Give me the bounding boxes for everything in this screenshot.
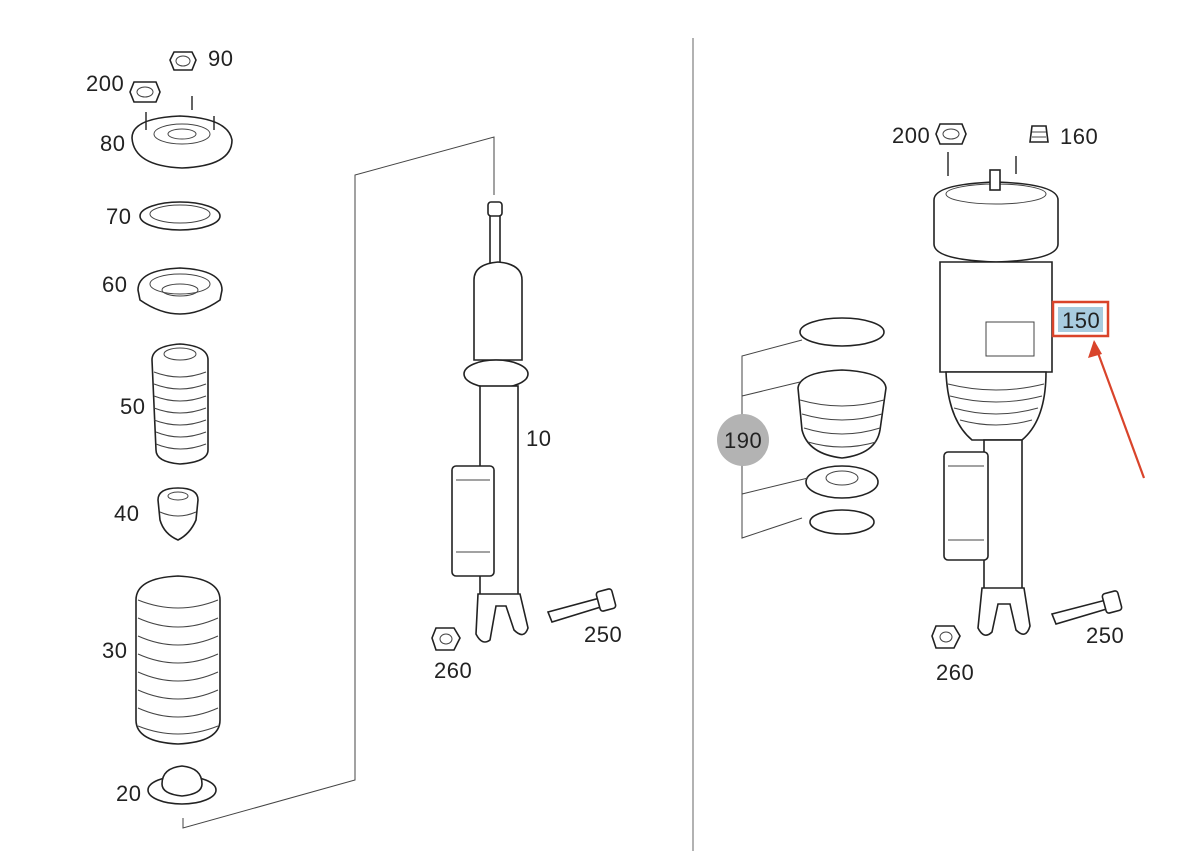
callout-160[interactable]: 160 (1060, 124, 1098, 149)
assembly-line-left (182, 136, 495, 829)
part-160-nut[interactable] (1029, 125, 1049, 143)
part-250-bolt-left[interactable] (546, 588, 617, 623)
kit-190-group-parts[interactable] (797, 317, 887, 535)
callout-70[interactable]: 70 (106, 204, 131, 229)
callout-20[interactable]: 20 (116, 781, 141, 806)
callout-150-highlight-fill (1058, 307, 1103, 332)
callout-250-left[interactable]: 250 (584, 622, 622, 647)
part-30-coil-spring[interactable] (135, 575, 221, 745)
part-260-nut-left[interactable] (431, 627, 461, 651)
part-20-lower-pad[interactable] (147, 765, 217, 805)
callout-190-badge (717, 414, 769, 466)
callout-30[interactable]: 30 (102, 638, 127, 663)
callout-200-left[interactable]: 200 (86, 71, 124, 96)
part-60-spring-seat[interactable] (137, 267, 223, 315)
part-50-dust-boot[interactable] (151, 343, 209, 465)
callout-80[interactable]: 80 (100, 131, 125, 156)
callout-40[interactable]: 40 (114, 501, 139, 526)
part-150-air-spring-strut[interactable] (933, 152, 1059, 636)
annotation-arrow (1088, 340, 1146, 479)
part-70-washer[interactable] (139, 201, 221, 231)
part-40-bump-stop[interactable] (157, 487, 199, 541)
callout-150[interactable]: 150 (1062, 308, 1100, 333)
part-260-nut-right[interactable] (931, 625, 961, 649)
part-80-upper-mount[interactable] (131, 96, 233, 169)
callout-200-right[interactable]: 200 (892, 123, 930, 148)
part-250-bolt-right[interactable] (1050, 590, 1123, 625)
callout-260-right[interactable]: 260 (936, 660, 974, 685)
callout-90[interactable]: 90 (208, 46, 233, 71)
callout-10[interactable]: 10 (526, 426, 551, 451)
callout-50[interactable]: 50 (120, 394, 145, 419)
callout-190[interactable]: 190 (724, 428, 762, 453)
part-10-shock-absorber[interactable] (451, 201, 529, 643)
callout-250-right[interactable]: 250 (1086, 623, 1124, 648)
part-90-nut[interactable] (169, 51, 197, 71)
part-200-nut-right[interactable] (935, 123, 967, 145)
callout-260-left[interactable]: 260 (434, 658, 472, 683)
callout-60[interactable]: 60 (102, 272, 127, 297)
part-200-nut-left[interactable] (129, 81, 161, 103)
